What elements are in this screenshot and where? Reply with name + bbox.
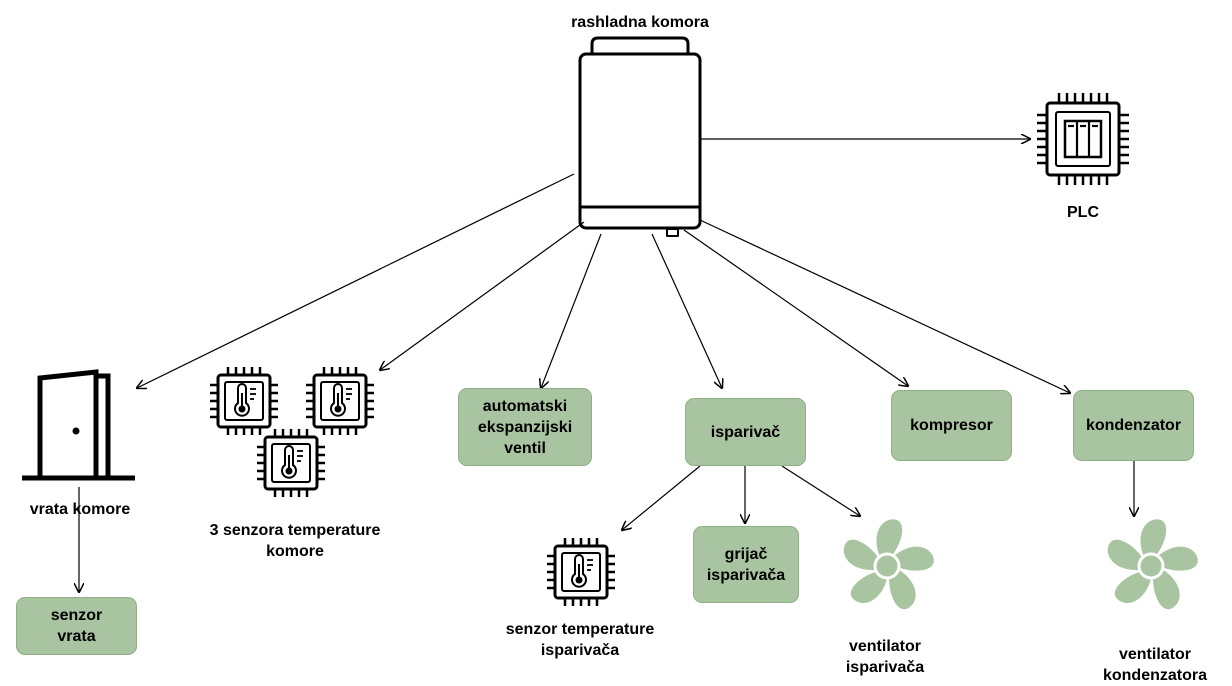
edge-chamber-condenser (699, 219, 1070, 393)
edge-evap-sensor (622, 465, 701, 530)
evap-sensor-label: senzor temperature isparivača (505, 621, 655, 659)
evap-heater-node: grijač isparivača (693, 526, 799, 603)
edge-chamber-sensors (380, 221, 585, 370)
cond-fan-label: ventilator kondenzatora (1102, 646, 1207, 684)
temperature-sensor-icon (255, 427, 327, 499)
edge-chamber-evaporator (651, 233, 722, 388)
compressor-node: kompresor (891, 390, 1012, 461)
evap-fan-label: ventilator isparivača (845, 638, 925, 676)
door-label: vrata komore (29, 501, 131, 518)
edges (79, 139, 1134, 592)
temperature-sensor-icon (208, 365, 280, 437)
expansion-valve-node: automatski ekspanzijski ventil (458, 388, 592, 466)
temperature-sensor-icon (304, 365, 376, 437)
evaporator-fan-icon (838, 518, 937, 614)
temperature-sensor-icon (545, 536, 617, 608)
chamber-sensors-label: 3 senzora temperature komore (209, 522, 381, 560)
plc-label: PLC (1067, 204, 1099, 221)
condenser-node: kondenzator (1073, 390, 1194, 461)
edge-chamber-compressor (683, 229, 908, 386)
edge-evap-fan (781, 465, 860, 516)
cpu-chip-icon (1037, 93, 1129, 185)
door-sensor-node: senzor vrata (16, 597, 137, 655)
edge-chamber-door (137, 173, 575, 388)
door-icon (22, 369, 135, 481)
chamber-label: rashladna komora (571, 14, 709, 31)
edge-chamber-valve (541, 233, 602, 388)
refrigerator-icon (578, 36, 702, 237)
evaporator-node: isparivač (685, 398, 806, 466)
condenser-fan-icon (1102, 518, 1201, 614)
